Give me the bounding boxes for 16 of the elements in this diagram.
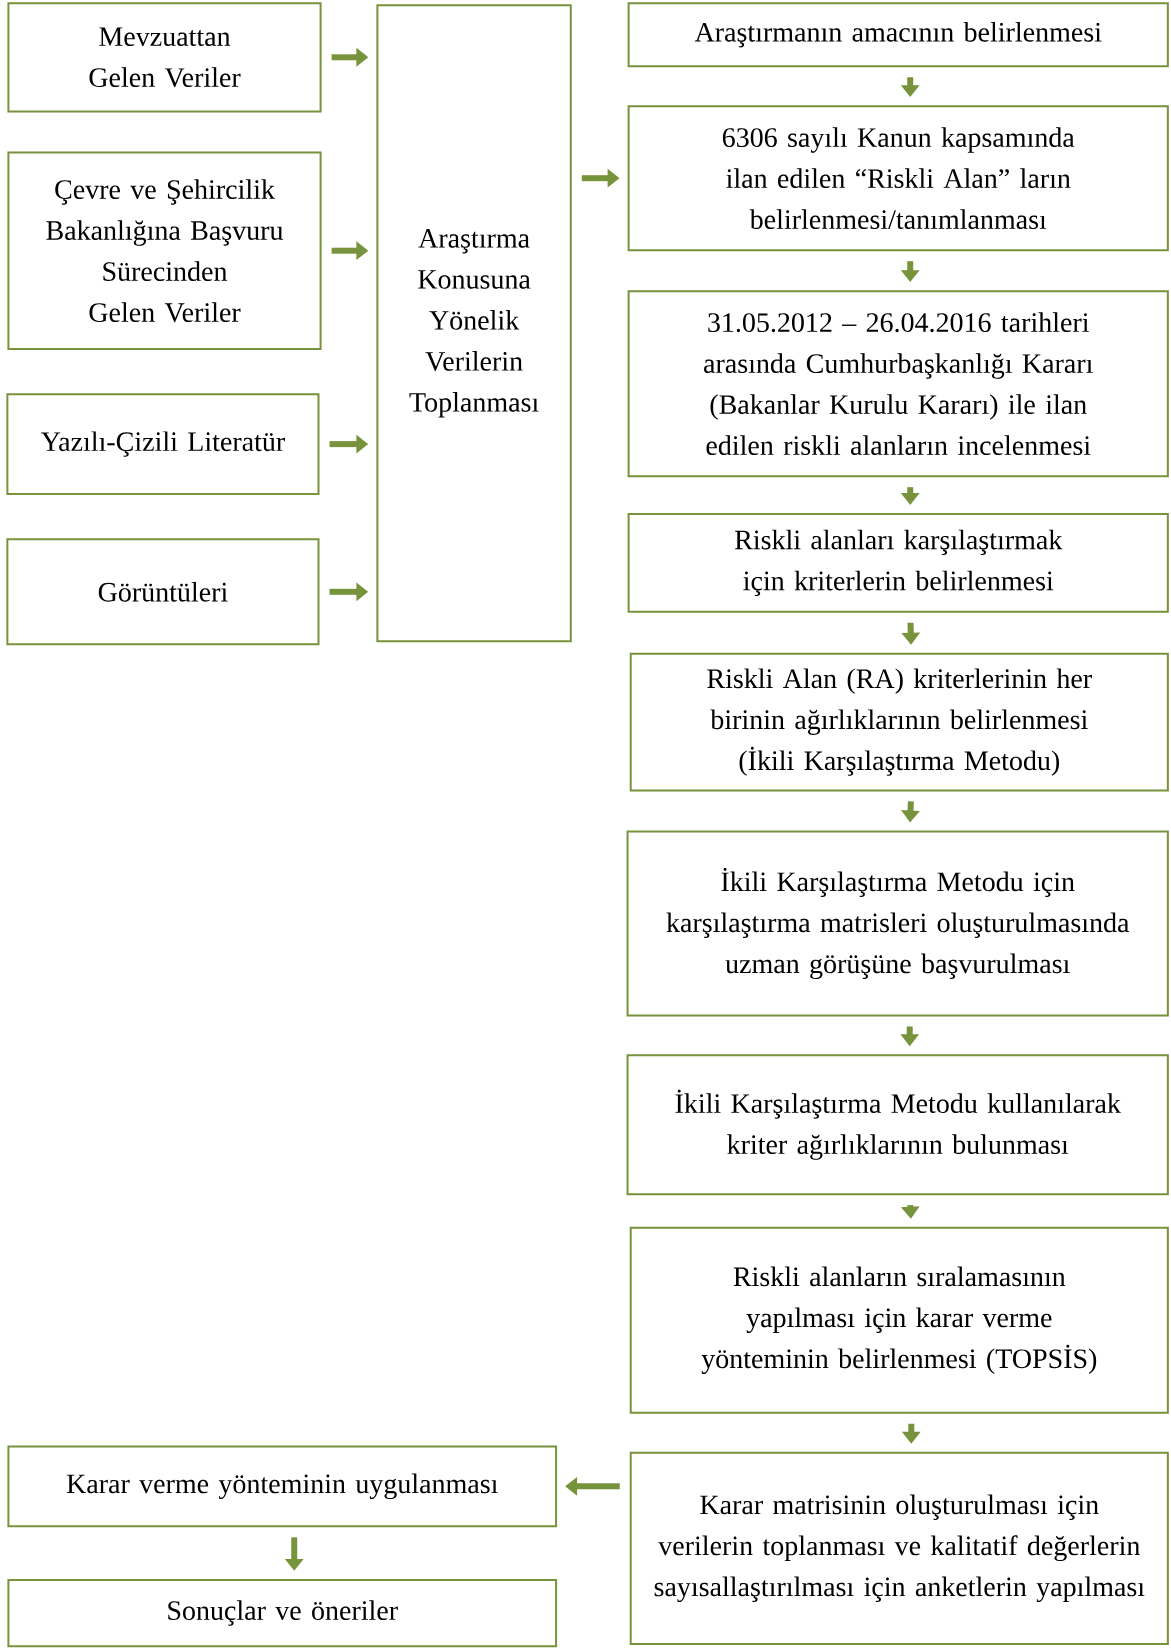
process-box: Araştırmanın amacının belirlenmesi [627, 2, 1169, 68]
process-box: Riskli alanların sıralamasının yapılması için karar verme yönteminin belirlenmesi (TOPSİS) [629, 1226, 1169, 1414]
process-box: Çevre ve Şehircilik Bakanlığına Başvuru Sürecinden Gelen Veriler [7, 151, 322, 350]
process-box: Araştırma Konusuna Yönelik Verilerin Toplanması [376, 4, 572, 643]
process-box: Mevzuattan Gelen Veriler [7, 2, 322, 113]
process-box: Riskli alanları karşılaştırmak için kriterlerin belirlenmesi [627, 513, 1169, 613]
process-box: Yazılı-Çizili Literatür [6, 393, 320, 496]
process-box: İkili Karşılaştırma Metodu için karşılaştırma matrisleri oluşturulmasında uzman görüşüne başvurulması [626, 830, 1169, 1017]
process-box: Karar matrisinin oluşturulması için verilerin toplanması ve kalitatif değerlerin sayısallaştırılması için anketlerin yapılması [629, 1451, 1169, 1646]
process-box: Sonuçlar ve öneriler [7, 1578, 558, 1648]
process-box: 31.05.2012 – 26.04.2016 tarihleri arasında Cumhurbaşkanlığı Kararı (Bakanlar Kurulu Kararı) ile ilan edilen riskli alanların incelenmesi [627, 290, 1169, 478]
process-box: 6306 sayılı Kanun kapsamında ilan edilen “Riskli Alan” ların belirlenmesi/tanımlanması [627, 105, 1169, 252]
process-box: Karar verme yönteminin uygulanması [7, 1445, 558, 1528]
process-box: İkili Karşılaştırma Metodu kullanılarak kriter ağırlıklarının bulunması [626, 1054, 1169, 1196]
process-box: Riskli Alan (RA) kriterlerinin her birinin ağırlıklarının belirlenmesi (İkili Karşılaştırma Metodu) [629, 652, 1169, 792]
process-box: Görüntüleri [6, 538, 320, 646]
